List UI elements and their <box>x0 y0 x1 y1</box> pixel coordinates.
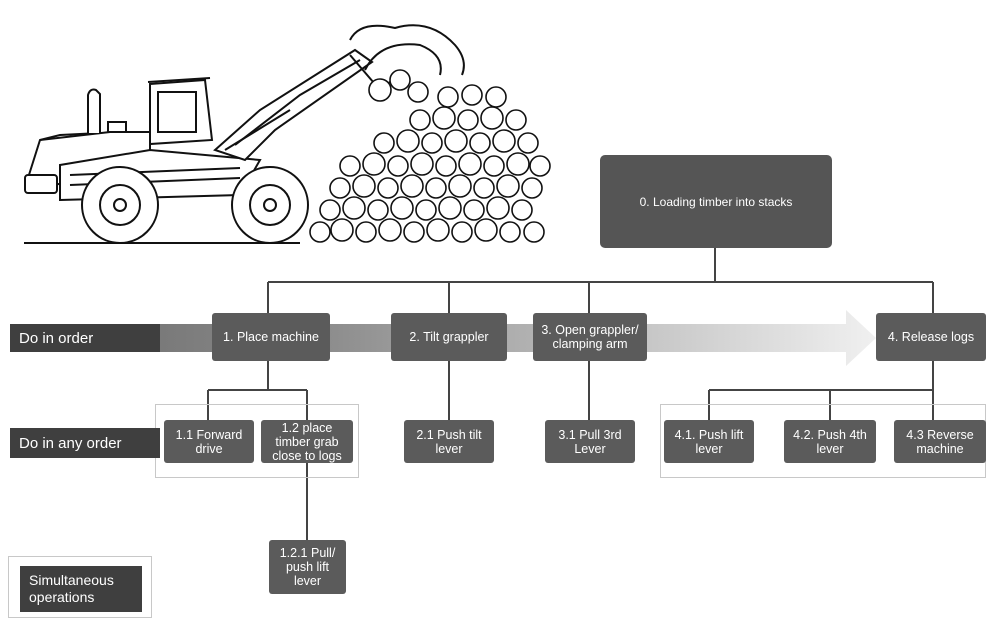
subtask-1-1-box[interactable]: 1.1 Forward drive <box>164 420 254 463</box>
task-4-box[interactable]: 4. Release logs <box>876 313 986 361</box>
wheel-loader-illustration <box>24 24 551 244</box>
task-1-box[interactable]: 1. Place machine <box>212 313 330 361</box>
subtask-1-2-box[interactable]: 1.2 place timber grab close to logs <box>261 420 353 463</box>
subtask-1-2-1-box[interactable]: 1.2.1 Pull/ push lift lever <box>269 540 346 594</box>
subtask-4-1-box[interactable]: 4.1. Push lift lever <box>664 420 754 463</box>
do-in-any-order-label: Do in any order <box>10 428 160 458</box>
do-in-order-label: Do in order <box>10 324 160 352</box>
root-task-box[interactable]: 0. Loading timber into stacks <box>600 155 832 248</box>
task-2-box[interactable]: 2. Tilt grappler <box>391 313 507 361</box>
task-3-box[interactable]: 3. Open grappler/ clamping arm <box>533 313 647 361</box>
subtask-2-1-box[interactable]: 2.1 Push tilt lever <box>404 420 494 463</box>
simultaneous-operations-label: Simultaneous operations <box>20 566 142 612</box>
subtask-4-2-box[interactable]: 4.2. Push 4th lever <box>784 420 876 463</box>
subtask-3-1-box[interactable]: 3.1 Pull 3rd Lever <box>545 420 635 463</box>
subtask-4-3-box[interactable]: 4.3 Reverse machine <box>894 420 986 463</box>
